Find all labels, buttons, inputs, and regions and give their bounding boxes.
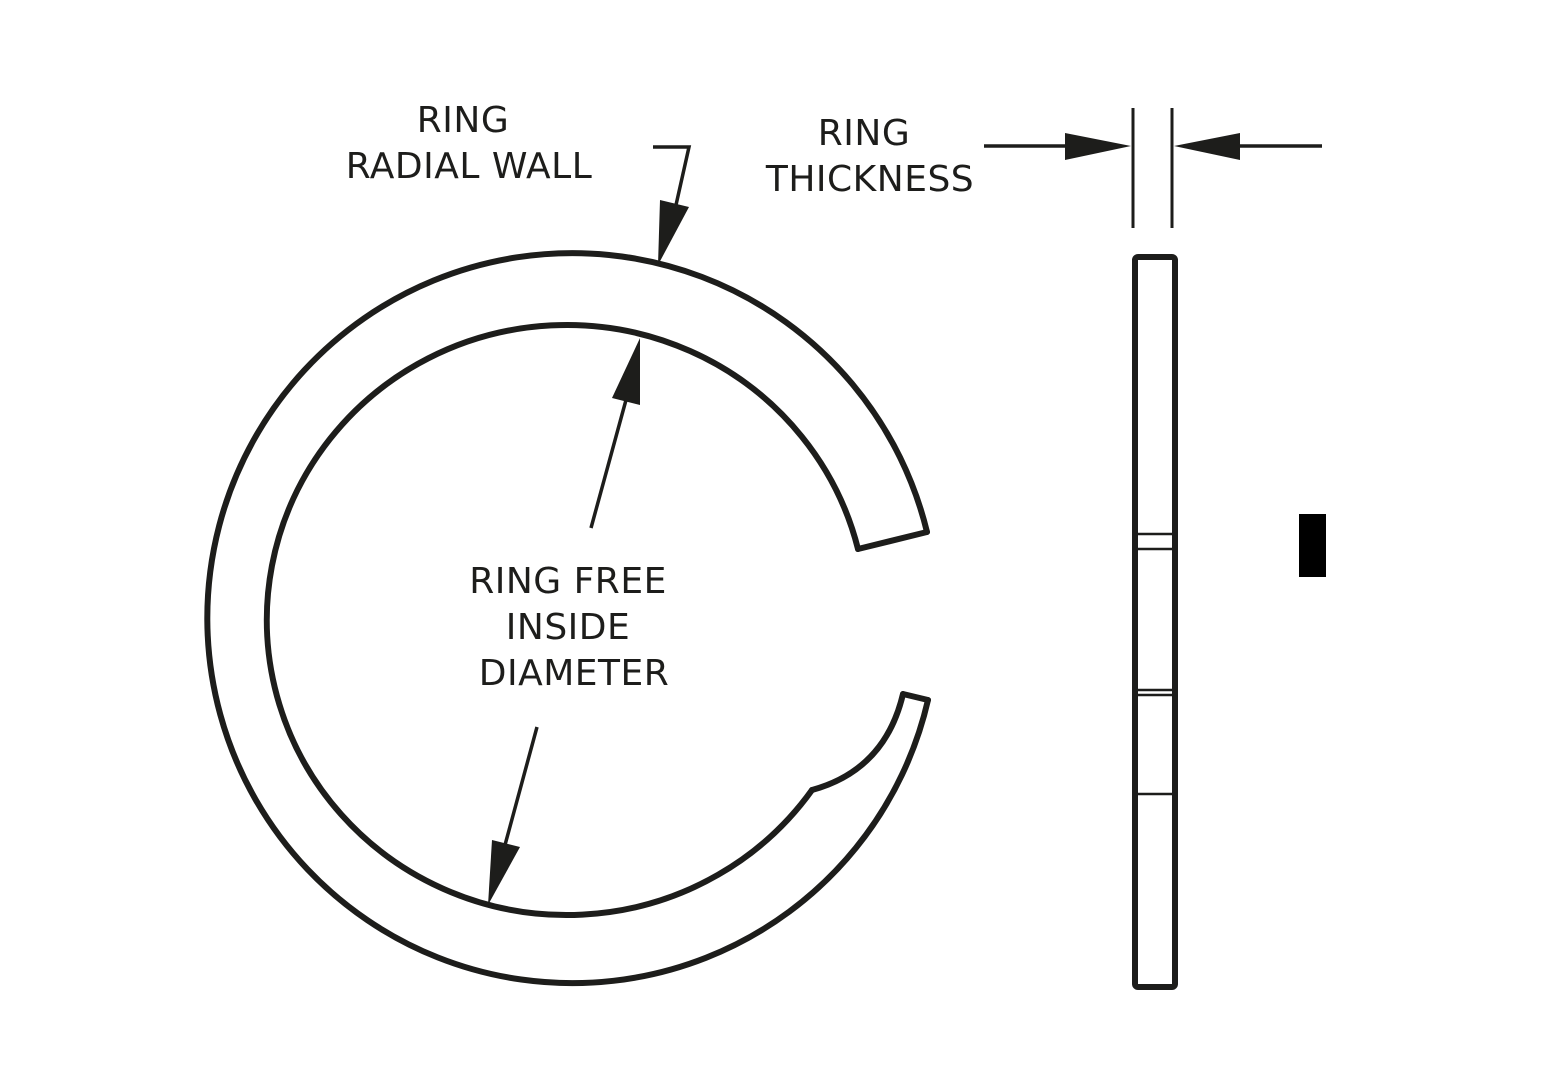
marker-block xyxy=(1299,514,1326,577)
thickness-label-line: THICKNESS xyxy=(765,159,974,200)
inside-diameter-dimension xyxy=(488,338,640,905)
inside-diameter-arrowhead-top xyxy=(612,338,640,405)
radial-wall-leader xyxy=(653,145,692,265)
thickness-label: RING THICKNESS xyxy=(765,113,974,200)
inside-diameter-label-line: INSIDE xyxy=(506,607,630,648)
radial-wall-label-line: RADIAL WALL xyxy=(346,146,593,187)
thickness-arrowhead-left xyxy=(1065,133,1131,160)
thickness-arrowhead-right xyxy=(1174,133,1240,160)
ring-gap-bottom-end xyxy=(900,691,931,703)
ring-inner-edge xyxy=(263,322,861,919)
radial-wall-label-line: RING xyxy=(417,100,509,141)
radial-wall-label: RING RADIAL WALL xyxy=(346,100,593,187)
ring-relief-notch xyxy=(809,691,906,793)
thickness-label-line: RING xyxy=(818,113,910,154)
inside-diameter-arrowhead-bottom xyxy=(488,840,520,905)
ring-front-view xyxy=(204,250,931,987)
ring-gap-top-end xyxy=(855,529,930,552)
ring-outer-edge xyxy=(204,250,931,987)
inside-diameter-label: RING FREE INSIDE DIAMETER xyxy=(469,561,679,694)
radial-wall-arrowhead xyxy=(658,200,689,265)
inside-diameter-label-line: DIAMETER xyxy=(479,653,670,694)
inside-diameter-label-line: RING FREE xyxy=(469,561,667,602)
thickness-dimension xyxy=(984,108,1322,228)
ring-side-view xyxy=(1132,254,1178,990)
